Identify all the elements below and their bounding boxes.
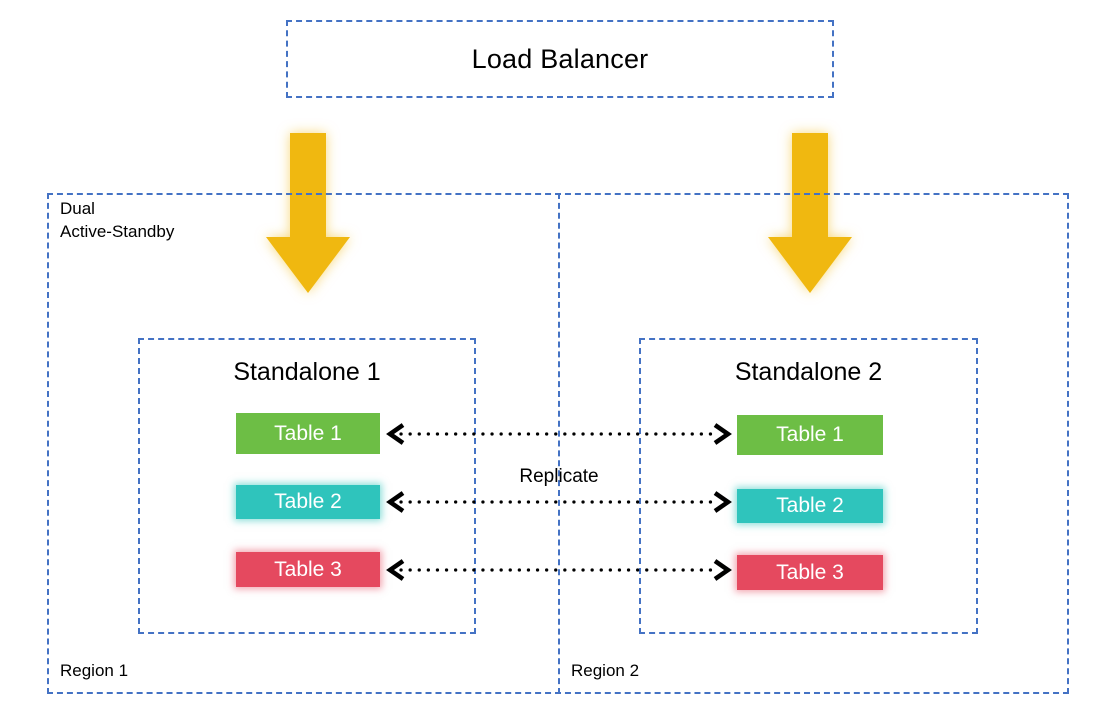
replication-link-table-1-icon bbox=[386, 423, 732, 445]
standalone-1-title: Standalone 1 bbox=[233, 358, 381, 386]
table-label: Table 3 bbox=[274, 557, 342, 581]
load-balancer-box[interactable]: Load Balancer bbox=[286, 20, 834, 98]
replication-link-table-2-icon bbox=[386, 491, 732, 513]
standalone-1-table-3[interactable]: Table 3 bbox=[236, 552, 380, 587]
standalone-1-table-2[interactable]: Table 2 bbox=[236, 485, 380, 519]
region-1-label: Region 1 bbox=[60, 661, 129, 680]
region-divider bbox=[558, 193, 560, 694]
dual-active-standby-label: Dual Active-Standby bbox=[60, 199, 175, 241]
table-label: Table 2 bbox=[274, 490, 342, 513]
standalone-2-table-1[interactable]: Table 1 bbox=[737, 415, 883, 455]
table-label: Table 1 bbox=[776, 423, 844, 446]
standalone-2-title: Standalone 2 bbox=[734, 358, 883, 386]
table-label: Table 2 bbox=[776, 494, 844, 517]
replicate-label: Replicate bbox=[519, 466, 599, 487]
traffic-arrow-down-region-2-icon bbox=[768, 133, 852, 293]
replication-link-table-3-icon bbox=[386, 559, 732, 581]
standalone-1-box[interactable]: Standalone 1 bbox=[138, 338, 476, 634]
standalone-2-box[interactable]: Standalone 2 bbox=[639, 338, 978, 634]
standalone-2-table-2[interactable]: Table 2 bbox=[737, 489, 883, 523]
standalone-2-table-3[interactable]: Table 3 bbox=[737, 555, 883, 590]
load-balancer-label: Load Balancer bbox=[471, 43, 649, 74]
standalone-1-table-1[interactable]: Table 1 bbox=[236, 413, 380, 454]
region-2-label: Region 2 bbox=[571, 661, 640, 680]
table-label: Table 1 bbox=[274, 421, 342, 445]
table-label: Table 3 bbox=[776, 560, 844, 584]
traffic-arrow-down-region-1-icon bbox=[266, 133, 350, 293]
